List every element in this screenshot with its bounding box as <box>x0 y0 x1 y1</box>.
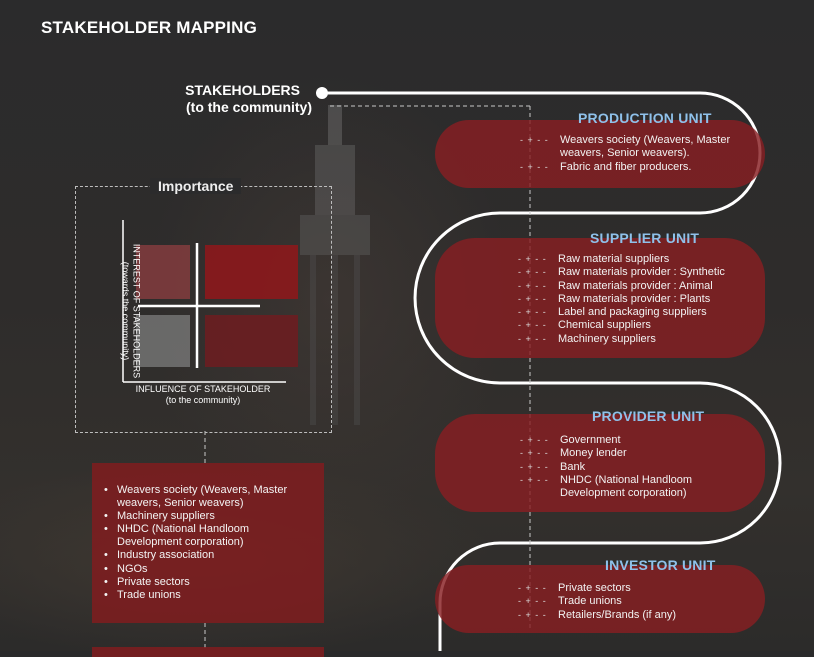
importance-label: Importance <box>150 178 242 194</box>
list-item: - + - -Retailers/Brands (if any) <box>518 608 676 621</box>
list-item: •NHDC (National Handloom Development cor… <box>104 523 250 549</box>
investor-unit-pill <box>435 565 765 633</box>
provider-unit-list: - + - -Government - + - -Money lender - … <box>520 434 750 500</box>
provider-unit-pill <box>435 414 765 512</box>
quadrant-monitor <box>136 315 190 367</box>
stakeholders-title: STAKEHOLDERS <box>185 82 300 98</box>
list-item: - + - -Weavers society (Weavers, Master … <box>520 134 731 160</box>
start-dot <box>316 87 328 99</box>
list-item: - + - -Chemical suppliers <box>518 319 651 332</box>
list-item: - + - -Raw materials provider : Animal <box>518 279 713 292</box>
list-item: •Industry association <box>104 549 215 562</box>
next-box-edge <box>92 647 324 657</box>
production-unit-pill <box>435 120 765 188</box>
list-item: - + - -Raw materials provider : Plants <box>518 292 711 305</box>
investor-unit-list: - + - -Private sectors - + - -Trade unio… <box>518 582 748 622</box>
quadrant-manage-closely <box>205 245 298 299</box>
quadrant-keep-informed <box>136 245 190 299</box>
production-unit-list: - + - -Weavers society (Weavers, Master … <box>520 134 760 174</box>
list-item: - + - -Trade unions <box>518 595 622 608</box>
supplier-unit-list: - + - -Raw material suppliers - + - -Raw… <box>518 253 758 346</box>
investor-unit-title: INVESTOR UNIT <box>605 557 716 573</box>
stakeholders-subtitle: (to the community) <box>186 99 312 115</box>
list-item: - + - -Fabric and fiber producers. <box>520 160 692 173</box>
production-unit-title: PRODUCTION UNIT <box>578 110 712 126</box>
list-item: •Machinery suppliers <box>104 510 215 523</box>
list-item: - + - -Machinery suppliers <box>518 332 656 345</box>
list-item: - + - -Bank <box>520 460 586 473</box>
page-title: STAKEHOLDER MAPPING <box>41 18 257 37</box>
x-axis-label: INFLUENCE OF STAKEHOLDER (to the communi… <box>135 384 271 405</box>
supplier-unit-title: SUPPLIER UNIT <box>590 230 700 246</box>
y-axis-label: INTEREST OF STAKEHOLDERS (towards the co… <box>120 243 142 379</box>
key-stakeholders-list: •Weavers society (Weavers, Master weaver… <box>104 484 309 602</box>
provider-unit-title: PROVIDER UNIT <box>592 408 705 424</box>
list-item: •Weavers society (Weavers, Master weaver… <box>104 484 288 510</box>
quadrant-keep-satisfied <box>205 315 298 367</box>
list-item: - + - -Raw material suppliers <box>518 253 670 265</box>
supplier-unit-pill <box>435 238 765 358</box>
list-item: •Private sectors <box>104 575 190 588</box>
list-item: - + - -Private sectors <box>518 582 631 594</box>
list-item: - + - -Label and packaging suppliers <box>518 306 707 319</box>
key-stakeholders-box <box>92 463 324 623</box>
list-item: - + - -NHDC (National Handloom Developme… <box>520 473 693 500</box>
list-item: - + - -Raw materials provider : Syntheti… <box>518 266 725 279</box>
list-item: - + - -Money lender <box>520 447 627 460</box>
tower-silhouette <box>300 105 370 425</box>
list-item: •NGOs <box>104 562 148 575</box>
list-item: •Trade unions <box>104 588 181 601</box>
list-item: - + - -Government <box>520 434 621 446</box>
